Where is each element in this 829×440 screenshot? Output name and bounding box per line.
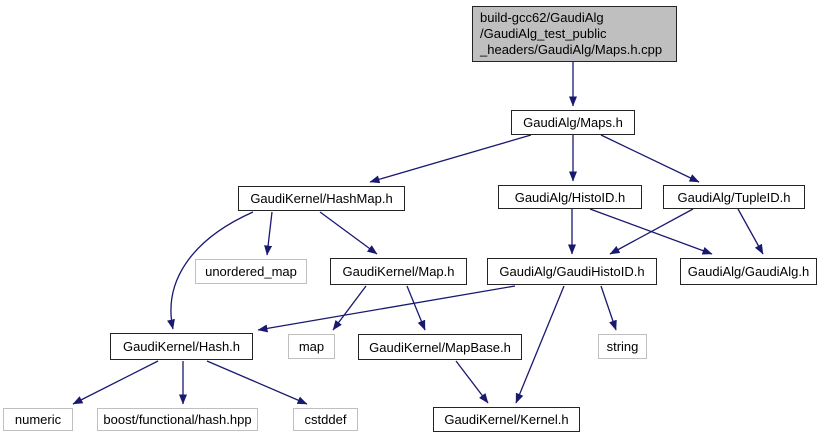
node-map: map [288, 334, 335, 359]
node-gaudialg-histoid-h[interactable]: GaudiAlg/HistoID.h [498, 185, 642, 209]
edge-maph-mapbase [406, 285, 426, 331]
node-label-line: /GaudiAlg_test_public [480, 26, 607, 41]
node-string: string [598, 334, 647, 359]
edge-maph-map [332, 285, 367, 331]
node-cstddef: cstddef [293, 408, 358, 431]
node-label: cstddef [304, 412, 347, 427]
edge-hashmap-hash [167, 211, 254, 330]
node-label: GaudiAlg/TupleID.h [677, 189, 791, 205]
node-numeric: numeric [3, 408, 73, 431]
edge-hash-numeric [72, 360, 159, 405]
edge-mapbase-kernel [455, 360, 489, 404]
node-gaudikernel-hashmap-h[interactable]: GaudiKernel/HashMap.h [238, 186, 405, 211]
node-unordered-map: unordered_map [195, 259, 307, 284]
edge-hashmap-maph [319, 211, 378, 255]
node-label: GaudiKernel/MapBase.h [369, 339, 511, 355]
node-gaudialg-gaudialg-h[interactable]: GaudiAlg/GaudiAlg.h [680, 258, 817, 285]
node-label: GaudiKernel/Kernel.h [444, 412, 569, 427]
edge-hash-cstddef [206, 360, 308, 405]
node-label: map [298, 339, 325, 354]
node-label: unordered_map [205, 264, 297, 279]
node-maps-h-cpp: build-gcc62/GaudiAlg /GaudiAlg_test_publ… [472, 6, 677, 62]
node-label: GaudiAlg/GaudiHistoID.h [499, 264, 645, 279]
node-gaudikernel-mapbase-h[interactable]: GaudiKernel/MapBase.h [358, 334, 522, 360]
edge-gaudihistoid-kernel [515, 285, 565, 404]
node-label: GaudiKernel/HashMap.h [250, 191, 393, 206]
edge-tupleid-gaudialg [737, 208, 764, 255]
node-label: numeric [14, 412, 62, 427]
node-gaudikernel-map-h[interactable]: GaudiKernel/Map.h [330, 258, 467, 285]
edge-maps-hashmap [369, 134, 532, 184]
node-gaudialg-tupleid-h[interactable]: GaudiAlg/TupleID.h [663, 185, 805, 209]
node-label: GaudiAlg/HistoID.h [514, 189, 626, 205]
node-label: GaudiAlg/Maps.h [523, 115, 623, 130]
edge-maps-tupleid [600, 134, 700, 183]
node-label-line: build-gcc62/GaudiAlg [480, 10, 604, 25]
node-label-line: _headers/GaudiAlg/Maps.h.cpp [480, 42, 663, 57]
edge-gaudihistoid-string [600, 285, 617, 331]
node-gaudialg-gaudihistoid-h[interactable]: GaudiAlg/GaudiHistoID.h [487, 258, 657, 285]
edge-gaudihistoid-hash [257, 285, 516, 333]
node-label: GaudiKernel/Map.h [342, 264, 455, 279]
node-label: GaudiAlg/GaudiAlg.h [687, 264, 810, 279]
node-gaudikernel-kernel-h[interactable]: GaudiKernel/Kernel.h [433, 407, 580, 432]
edge-hashmap-unorderedmap [264, 211, 273, 256]
node-label: GaudiKernel/Hash.h [122, 339, 241, 354]
edge-tupleid-gaudihistoid [609, 208, 694, 255]
node-gaudikernel-hash-h[interactable]: GaudiKernel/Hash.h [110, 333, 253, 360]
node-boost-functional-hash-hpp: boost/functional/hash.hpp [97, 408, 258, 431]
node-gaudialg-maps-h[interactable]: GaudiAlg/Maps.h [511, 110, 635, 135]
node-label: boost/functional/hash.hpp [103, 412, 252, 427]
node-label: string [606, 339, 639, 354]
